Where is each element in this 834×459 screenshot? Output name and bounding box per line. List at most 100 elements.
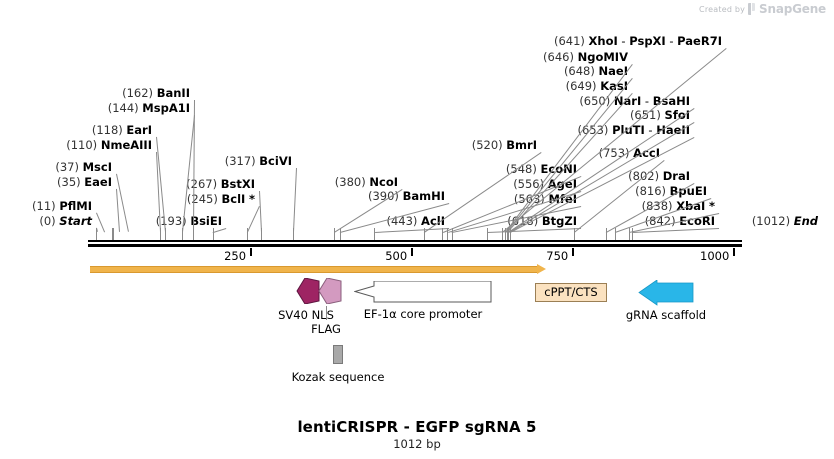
feature-ef1a-core-promoter[interactable] <box>354 281 492 303</box>
enzyme-position-label: (390) <box>367 189 399 203</box>
enzyme-position-label: (649) <box>565 79 597 93</box>
feature-sv40-nls[interactable] <box>296 278 320 304</box>
cut-site-tick <box>181 228 183 240</box>
cut-site-tick <box>506 228 508 240</box>
enzyme-label-eari[interactable]: (118) EarI <box>91 123 152 137</box>
enzyme-label-bamhi[interactable]: (390) BamHI <box>367 189 445 203</box>
ruler-thick-line <box>88 244 743 247</box>
ruler-tick-label: 250 <box>224 249 247 263</box>
enzyme-position-label: (110) <box>66 138 98 152</box>
enzyme-position-label: (520) <box>471 138 503 152</box>
enzyme-label-xhoi-pspxi-paer7i[interactable]: (641) XhoI - PspXI - PaeR7I <box>553 34 722 48</box>
snapgene-credit: Created by SnapGene <box>699 2 826 16</box>
enzyme-label-drai[interactable]: (802) DraI <box>628 170 690 182</box>
cut-site-tick <box>374 228 376 240</box>
feature-grna-scaffold[interactable] <box>638 280 694 306</box>
enzyme-label-acci[interactable]: (753) AccI <box>598 146 660 160</box>
enzyme-position-label: (548) <box>505 162 537 176</box>
enzyme-position-label: (648) <box>563 64 595 78</box>
ruler-tick <box>733 248 736 256</box>
enzyme-label-ncoi[interactable]: (380) NcoI <box>334 175 398 189</box>
enzyme-position-label: (646) <box>543 50 574 64</box>
enzyme-leader-line <box>247 206 260 233</box>
enzyme-position-label: (11) <box>32 199 56 213</box>
enzyme-label-start[interactable]: (0) Start <box>39 214 92 228</box>
cut-site-tick <box>631 228 633 240</box>
enzyme-position-label: (838) <box>641 199 673 213</box>
enzyme-position-label: (1012) <box>751 214 791 228</box>
enzyme-position-label: (37) <box>55 160 79 174</box>
enzyme-position-label: (267) <box>186 177 218 191</box>
feature-label-ef1a-core-promoter: EF-1α core promoter <box>363 307 483 321</box>
cut-site-tick <box>487 228 489 240</box>
enzyme-position-label: (144) <box>107 101 139 115</box>
cut-site-tick <box>447 228 449 240</box>
enzyme-label-bcivi[interactable]: (317) BciVI <box>224 154 292 168</box>
feature-label-grna-scaffold: gRNA scaffold <box>625 308 707 322</box>
cut-site-tick <box>261 228 263 240</box>
enzyme-label-eaei[interactable]: (35) EaeI <box>57 175 112 189</box>
enzyme-leader-line <box>193 100 195 233</box>
enzyme-label-nari-bsahi[interactable]: (650) NarI - BsaHI <box>579 94 690 108</box>
enzyme-label-bstxi[interactable]: (267) BstXI <box>186 177 255 191</box>
cut-site-tick <box>159 228 161 240</box>
orf-arrowhead-icon <box>537 264 547 274</box>
cut-site-tick <box>96 228 98 240</box>
enzyme-position-label: (245) <box>186 192 218 206</box>
ruler-tick <box>411 248 414 256</box>
cut-site-tick <box>508 228 510 240</box>
feature-cppt-cts[interactable]: cPPT/CTS <box>535 283 607 302</box>
enzyme-position-label: (816) <box>635 184 667 198</box>
cut-site-tick <box>501 228 503 240</box>
snapgene-brand-label: SnapGene <box>759 2 826 16</box>
enzyme-label-naei[interactable]: (648) NaeI <box>563 64 628 78</box>
enzyme-label-bcli[interactable]: (245) BclI * <box>186 192 255 206</box>
cut-site-tick <box>507 228 509 240</box>
cut-site-tick <box>505 228 507 240</box>
enzyme-label-mspa1i[interactable]: (144) MspA1I <box>107 101 190 115</box>
plasmid-length-label: 1012 bp <box>393 437 441 451</box>
enzyme-label-ngomiv[interactable]: (646) NgoMIV <box>543 50 628 64</box>
enzyme-label-bmri[interactable]: (520) BmrI <box>471 138 537 152</box>
enzyme-label-bsiei[interactable]: (193) BsiEI <box>155 214 222 228</box>
enzyme-position-label: (0) <box>39 214 56 228</box>
cut-site-tick <box>112 228 114 240</box>
enzyme-label-pflmi[interactable]: (11) PflMI <box>32 199 92 213</box>
cut-site-tick <box>424 228 426 240</box>
enzyme-leader-line <box>375 228 450 233</box>
feature-label-sv40-nls: SV40 NLS <box>278 308 334 322</box>
enzyme-label-msci[interactable]: (37) MscI <box>55 160 112 174</box>
feature-label-flag: FLAG <box>311 322 341 336</box>
enzyme-label-nmeaiii[interactable]: (110) NmeAIII <box>66 138 152 152</box>
enzyme-leader-line <box>293 168 297 233</box>
cut-site-tick <box>340 228 342 240</box>
enzyme-label-bpuei[interactable]: (816) BpuEI <box>635 184 707 198</box>
cut-site-tick <box>246 228 248 240</box>
ruler-tick <box>572 248 575 256</box>
cut-site-tick <box>628 228 630 240</box>
cut-site-tick <box>213 228 215 240</box>
feature-flag[interactable] <box>318 278 342 304</box>
cut-site-tick <box>165 228 167 240</box>
cut-site-tick <box>574 228 576 240</box>
enzyme-position-label: (118) <box>91 123 123 137</box>
cut-site-tick <box>193 228 195 240</box>
enzyme-position-label: (162) <box>122 86 154 100</box>
page-title: lentiCRISPR - EGFP sgRNA 5 <box>297 418 537 436</box>
cut-site-tick <box>442 228 444 240</box>
enzyme-label-banii[interactable]: (162) BanII <box>122 86 190 100</box>
feature-kozak-sequence[interactable] <box>333 345 343 364</box>
enzyme-position-label: (641) <box>553 34 585 48</box>
cut-site-tick <box>111 228 113 240</box>
feature-leader-flag <box>326 306 327 320</box>
ruler-thin-line <box>88 240 743 242</box>
cut-site-tick <box>451 228 453 240</box>
enzyme-position-label: (380) <box>334 175 366 189</box>
feature-label-kozak-sequence: Kozak sequence <box>291 370 385 384</box>
ruler-tick-label: 500 <box>385 249 408 263</box>
enzyme-position-label: (556) <box>513 177 545 191</box>
enzyme-position-label: (317) <box>224 154 256 168</box>
enzyme-label-end[interactable]: (1012) End <box>751 214 818 228</box>
cut-site-tick <box>507 228 509 240</box>
